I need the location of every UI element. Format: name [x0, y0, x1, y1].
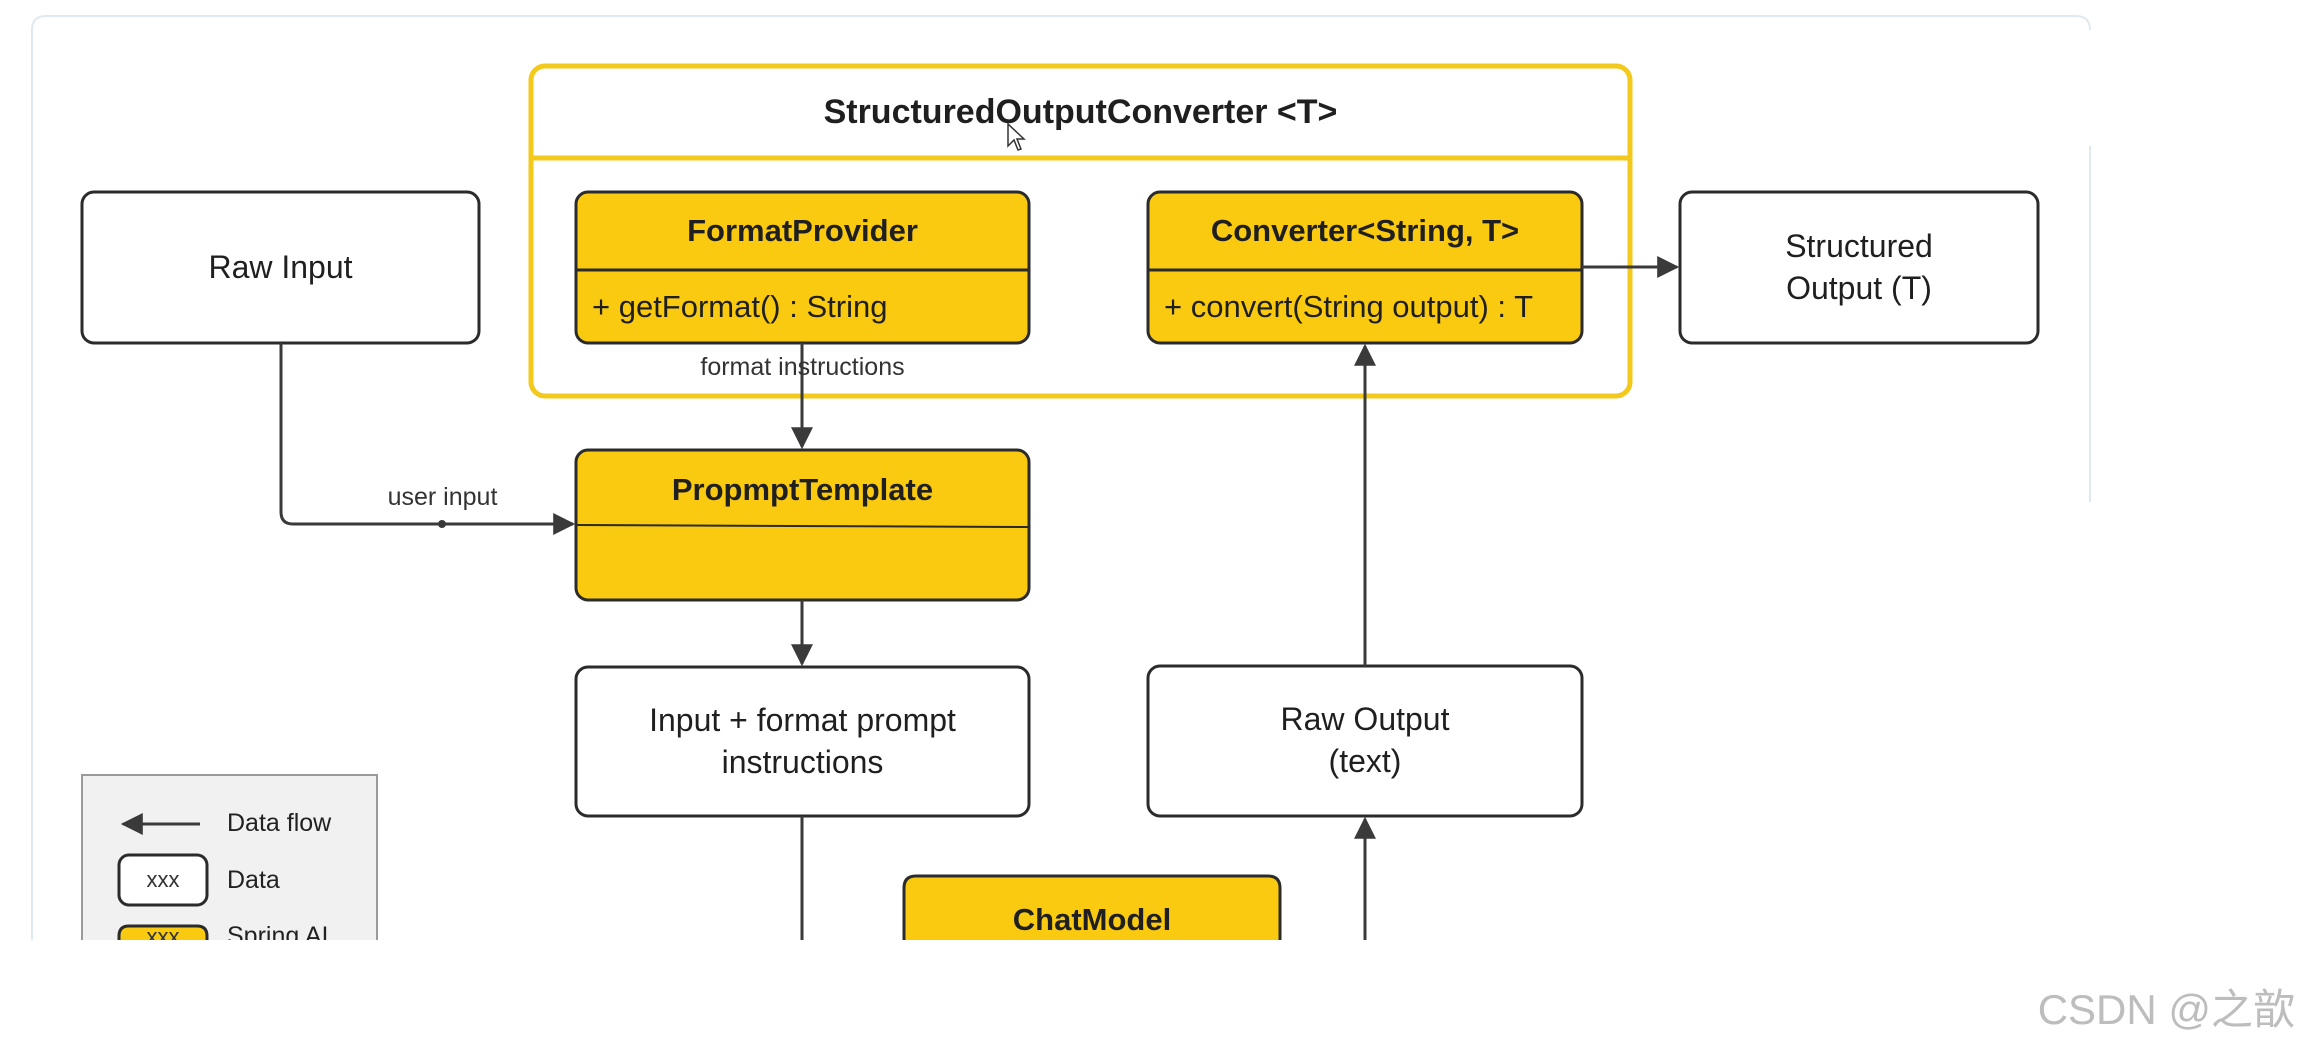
raw-output-label: Raw Output (text): [1280, 701, 1450, 779]
chat-model-title: ChatModel: [1012, 901, 1172, 937]
edge-user-input-dot: [438, 520, 446, 528]
legend-data-flow-label: Data flow: [227, 808, 332, 837]
edge-label-format-instructions: format instructions: [700, 352, 905, 381]
legend-data-swatch: [117, 853, 209, 907]
legend-data-swatch-text: xxx: [146, 866, 180, 892]
legend-spring-swatch-text: xxx: [146, 923, 180, 940]
edge-label-user-input: user input: [387, 482, 498, 511]
converter-iface-title: Converter<String, T>: [1210, 212, 1520, 248]
converter-title: StructuredOutputConverter <T>: [823, 92, 1338, 131]
converter-iface-member: + convert(String output) : T: [1164, 288, 1534, 324]
legend-spring-label: Spring AI: [227, 921, 329, 940]
prompt-template-title: PropmptTemplate: [671, 471, 934, 507]
canvas-frame: [31, 15, 2091, 940]
watermark: CSDN @之歆: [2037, 985, 2295, 1033]
format-provider-member: + getFormat() : String: [592, 288, 888, 324]
format-provider-title: FormatProvider: [687, 212, 918, 248]
structured-output-label: Structured Output (T): [1785, 227, 1933, 306]
raw-input-label: Raw Input: [208, 248, 353, 285]
input-format-label: Input + format prompt instructions: [649, 701, 956, 780]
edge-raw-input-to-template: [279, 343, 576, 535]
chat-model-box: [902, 874, 1282, 940]
legend-data-label: Data: [227, 865, 280, 894]
structured-output-box: [1678, 190, 2040, 345]
mouse-cursor-icon: [1006, 122, 1026, 152]
legend-spring-swatch: [117, 924, 209, 940]
legend-cutoff-row: xxx Spring AI: [82, 900, 382, 940]
prompt-template-divider: [575, 524, 1030, 528]
